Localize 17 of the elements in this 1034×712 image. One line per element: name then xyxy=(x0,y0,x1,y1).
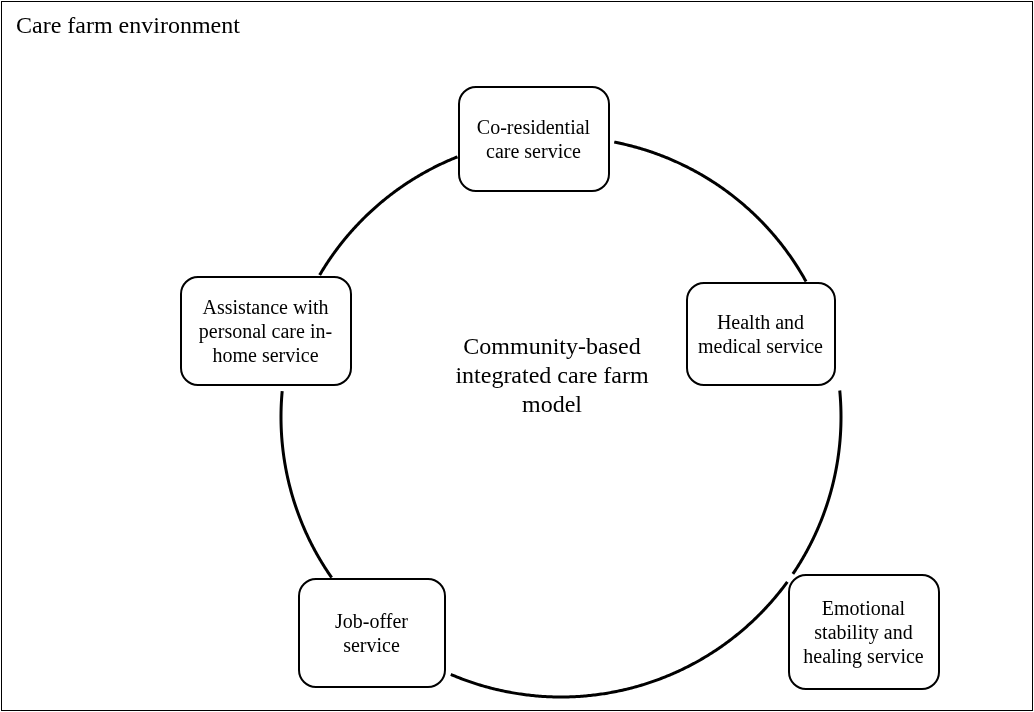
box-label: Emotional stability and healing service xyxy=(802,595,925,668)
connector-arc xyxy=(613,140,808,283)
service-box xyxy=(787,573,940,690)
box-label: Assistance with personal care in-home service xyxy=(197,294,334,367)
connector-arc xyxy=(791,389,843,575)
box-label: Health and medical service xyxy=(697,309,824,358)
service-box xyxy=(297,577,446,688)
connector-arc xyxy=(318,155,459,276)
service-box xyxy=(179,275,352,386)
box-label: Job-offer service xyxy=(334,608,409,657)
box-label: Co-residential care service xyxy=(475,114,592,163)
center-label: Community-based integrated care farm model xyxy=(454,332,650,419)
connector-arc xyxy=(450,580,789,699)
service-box xyxy=(685,281,836,386)
frame-title: Care farm environment xyxy=(16,12,240,39)
service-box xyxy=(457,85,610,192)
connector-arc xyxy=(279,390,333,579)
